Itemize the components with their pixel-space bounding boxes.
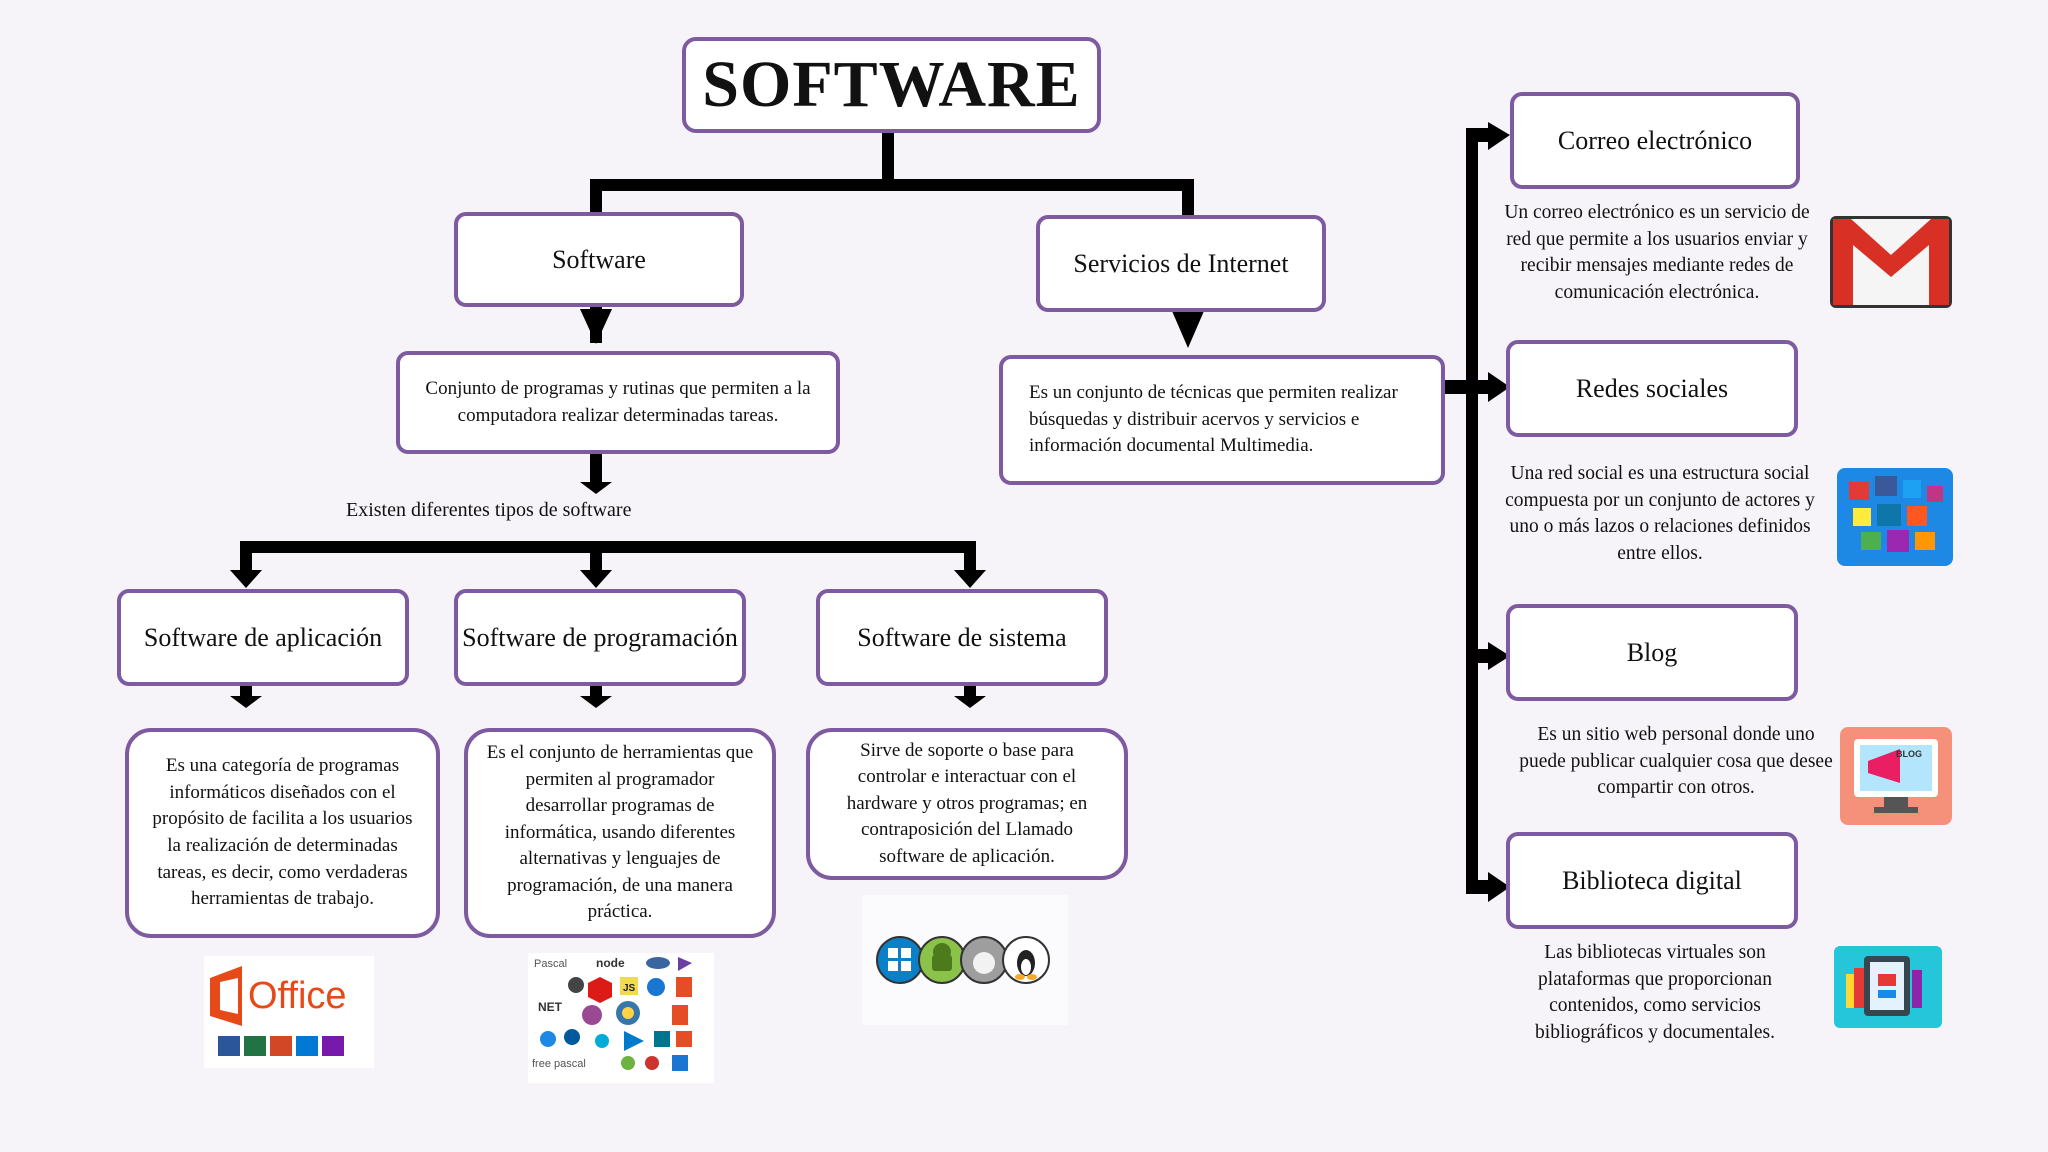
digital-library-icon [1834,946,1942,1028]
email-description: Un correo electrónico es un servicio de … [1504,202,1810,303]
software-definition: Conjunto de programas y rutinas que perm… [396,351,840,454]
programming-software-description: Es el conjunto de herramientas que permi… [464,728,776,938]
office-logo-text: Office [248,975,347,1017]
page-title: SOFTWARE [682,37,1101,133]
social-networks-icon [1837,468,1953,566]
system-software-node: Software de sistema [816,589,1108,686]
office-logo: Office [204,956,374,1068]
application-software-node: Software de aplicación [117,589,409,686]
svg-text:free pascal: free pascal [532,1058,586,1070]
svg-text:BLOG: BLOG [1896,749,1922,759]
software-node: Software [454,212,744,307]
operating-system-logos [862,895,1068,1025]
programming-logos-icon: Pascal node NET JS free pascal [532,956,692,1071]
svg-text:JS: JS [623,983,636,994]
svg-text:NET: NET [538,1000,563,1014]
digital-library-description: Las bibliotecas virtuales son plataforma… [1535,942,1775,1043]
digital-library-node: Biblioteca digital [1506,832,1798,929]
gmail-icon [1830,216,1952,308]
software-types-label: Existen diferentes tipos de software [346,499,632,521]
svg-text:node: node [596,956,625,970]
blog-description: Es un sitio web personal donde uno puede… [1519,724,1833,799]
application-software-description: Es una categoría de programas informátic… [125,728,440,938]
system-software-description: Sirve de soporte o base para controlar e… [806,728,1128,880]
social-networks-description: Una red social es una estructura social … [1505,463,1815,564]
programming-software-node: Software de programación [454,589,746,686]
office-logo-icon: Office [210,966,347,1056]
svg-text:Pascal: Pascal [534,958,567,970]
programming-languages-logos: Pascal node NET JS free pascal [528,953,714,1083]
blog-node: Blog [1506,604,1798,701]
os-logos-icon [876,936,1050,984]
email-node: Correo electrónico [1510,92,1800,189]
internet-services-node: Servicios de Internet [1036,215,1326,312]
social-networks-node: Redes sociales [1506,340,1798,437]
internet-definition: Es un conjunto de técnicas que permiten … [999,355,1445,485]
blog-icon: BLOG [1840,727,1952,825]
